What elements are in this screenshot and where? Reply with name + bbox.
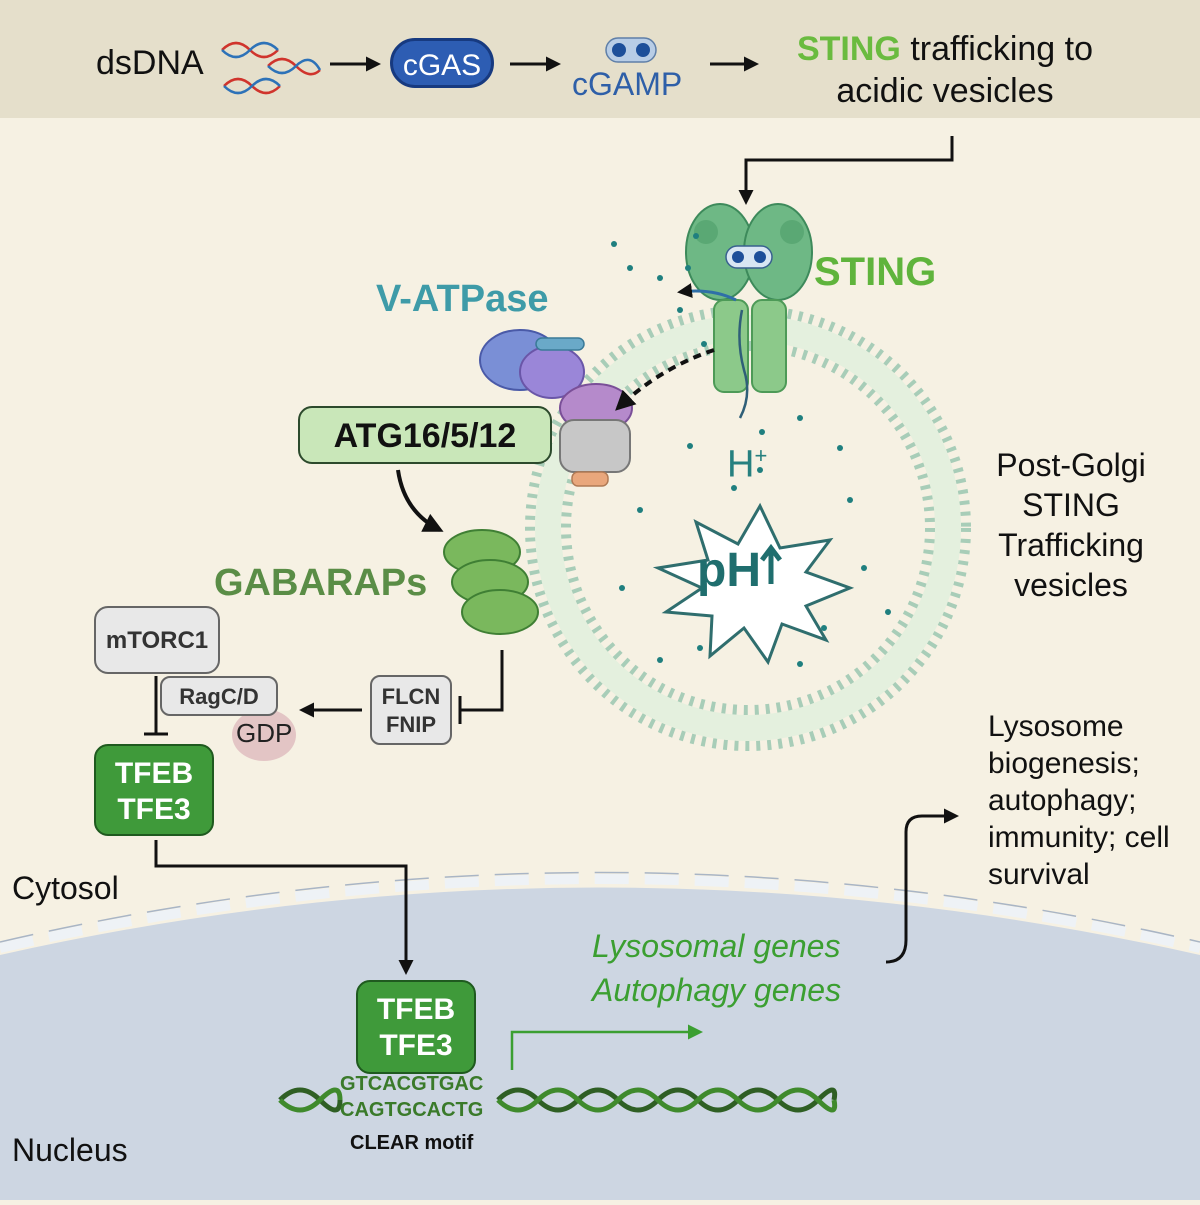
transcription-arrow [510,1024,703,1070]
atg-complex-box: ATG16/5/12 [298,406,552,464]
nucleus-area [0,887,1200,1200]
nuclear-envelope [0,874,1200,953]
dna-helix-icon [278,1087,838,1113]
proton-label: H+ [727,443,767,487]
sting-protein-icon [677,203,813,419]
v-atpase-label: V-ATPase [376,278,549,320]
gdp-blob [232,709,296,761]
sting-word: STING [796,30,901,68]
nucleus-label: Nucleus [12,1132,128,1168]
inhibit-gabarap-flcn [460,650,504,712]
tfe3-nuc-label: TFE3 [379,1029,453,1062]
tfeb-nuc-label: TFEB [376,993,456,1026]
gdp-label: GDP [236,718,293,748]
tfeb-label: TFEB [114,757,194,790]
flcn-fnip-box: FLCN FNIP [370,675,452,745]
sting-trafficking-label: STING trafficking to acidic vesicles [760,28,1130,112]
ph-label: pH [697,544,761,597]
gabarap-label: GABARAPs [214,562,428,604]
vesicle-membrane-inner [561,341,935,715]
fnip-label: FNIP [385,712,437,737]
cgamp-icon [605,37,657,63]
lysosomal-genes: Lysosomal genes [592,928,841,964]
nuclear-envelope-outline [0,871,1200,943]
arrow-atg-to-gabarap [396,469,444,532]
sting-label: STING [814,250,937,294]
cgas-box: cGAS [390,38,494,88]
ph-up-arrow [760,543,782,584]
proton-dots [611,233,891,667]
trafficking-text: trafficking to acidic vesicles [836,30,1094,110]
ragcd-box: RagC/D [160,676,278,716]
dsdna-icon [221,41,322,95]
tfe3-label: TFE3 [117,793,191,826]
dsdna-label: dsDNA [96,44,204,82]
arrow-trafficking-to-sting [738,136,954,205]
arrow-tfeb-to-nucleus [154,840,414,975]
clear-motif-label: CLEAR motif [350,1132,474,1154]
top-band [0,0,1200,118]
gabarap-icon [443,529,539,635]
post-golgi-label: Post-Golgi STING Trafficking vesicles [996,447,1146,603]
mtorc1-box: mTORC1 [94,606,220,674]
v-atpase-icon [479,329,633,487]
cgamp-label: cGAMP [572,66,683,102]
autophagy-genes: Autophagy genes [592,972,842,1008]
clear-seq-bottom: CAGTGCACTG [340,1099,484,1121]
arrow-sting-to-vatpase [615,348,715,411]
arrow-genes-to-outcomes [885,808,959,964]
flcn-label: FLCN [381,684,441,709]
proton-plus: + [754,443,768,468]
cytosol-label: Cytosol [12,870,119,906]
ph-starburst [652,502,855,666]
proton-h: H [727,443,755,486]
outcomes-label: Lysosome biogenesis; autophagy; immunity… [988,710,1170,891]
clear-seq-top: GTCACGTGAC [340,1073,484,1095]
